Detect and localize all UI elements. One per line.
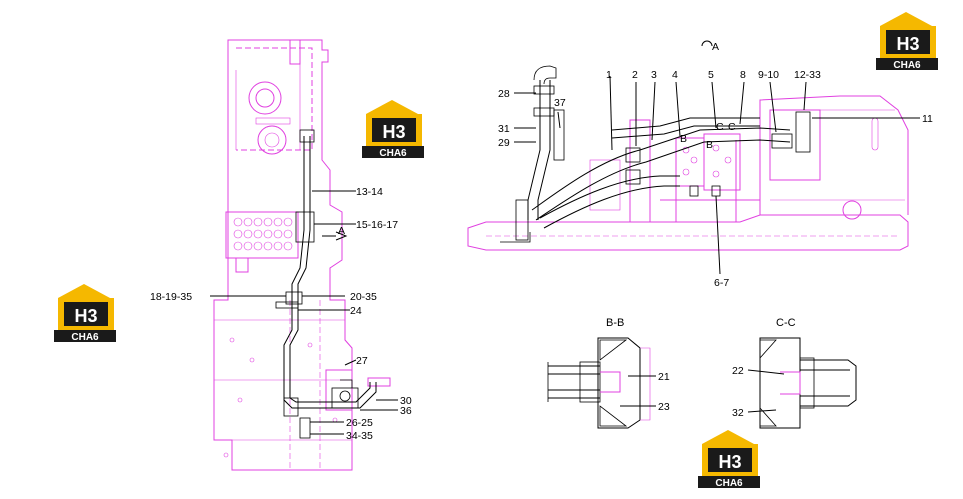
- label-11: 11: [922, 113, 933, 125]
- label-18-19-35: 18-19-35: [150, 291, 192, 303]
- logo-text-bottom: CHA6: [893, 60, 921, 71]
- label-13-14: 13-14: [356, 186, 383, 198]
- section-b-b: B-B 21 23: [547, 317, 670, 429]
- label-21: 21: [658, 371, 670, 383]
- label-32: 32: [732, 407, 744, 419]
- view-arrow-a: A: [712, 41, 719, 53]
- marker-b-2: B: [706, 139, 713, 151]
- label-2: 2: [632, 69, 638, 81]
- label-8: 8: [740, 69, 746, 81]
- watermark-logo-bottom: H3 CHA6: [698, 430, 760, 489]
- section-c-c-title: C-C: [776, 317, 796, 329]
- marker-c-1: C: [716, 121, 724, 133]
- label-3: 3: [651, 69, 657, 81]
- label-22: 22: [732, 365, 744, 377]
- label-28: 28: [498, 88, 510, 100]
- label-9-10: 9-10: [758, 69, 779, 81]
- logo-text-bottom: CHA6: [715, 478, 743, 489]
- watermark-logo-top-right: H3 CHA6: [876, 12, 938, 71]
- logo-text-top: H3: [74, 306, 97, 326]
- label-a: A: [338, 225, 345, 237]
- marker-c-2: C: [728, 121, 736, 133]
- marker-b-1: B: [680, 133, 687, 145]
- section-b-b-title: B-B: [606, 317, 624, 329]
- left-view: [210, 39, 398, 471]
- label-34-35: 34-35: [346, 430, 373, 442]
- left-view-labels: 13-14 15-16-17 A 18-19-35 20-35 24 27 30…: [150, 186, 412, 442]
- label-37: 37: [554, 97, 566, 109]
- logo-text-top: H3: [382, 122, 405, 142]
- logo-text-bottom: CHA6: [379, 148, 407, 159]
- label-1: 1: [606, 69, 612, 81]
- right-view-labels: 1 2 3 4 5 8 9-10 12-33 28 37 31 29 11 6-…: [498, 41, 933, 289]
- label-6-7: 6-7: [714, 277, 729, 289]
- label-23: 23: [658, 401, 670, 413]
- label-12-33: 12-33: [794, 69, 821, 81]
- label-20-35: 20-35: [350, 291, 377, 303]
- right-view: [467, 40, 920, 275]
- section-c-c: C-C 22 32: [732, 317, 857, 429]
- logo-text-bottom: CHA6: [71, 332, 99, 343]
- label-5: 5: [708, 69, 714, 81]
- logo-text-top: H3: [896, 34, 919, 54]
- logo-text-top: H3: [718, 452, 741, 472]
- label-29: 29: [498, 137, 510, 149]
- watermark-logo-left: H3 CHA6: [54, 284, 116, 343]
- label-24: 24: [350, 305, 362, 317]
- label-26-25: 26-25: [346, 417, 373, 429]
- label-27: 27: [356, 355, 368, 367]
- label-31: 31: [498, 123, 510, 135]
- label-36: 36: [400, 405, 412, 417]
- label-4: 4: [672, 69, 678, 81]
- label-30: 30: [400, 395, 412, 407]
- label-15-16-17: 15-16-17: [356, 219, 398, 231]
- watermark-logo-center: H3 CHA6: [362, 100, 424, 159]
